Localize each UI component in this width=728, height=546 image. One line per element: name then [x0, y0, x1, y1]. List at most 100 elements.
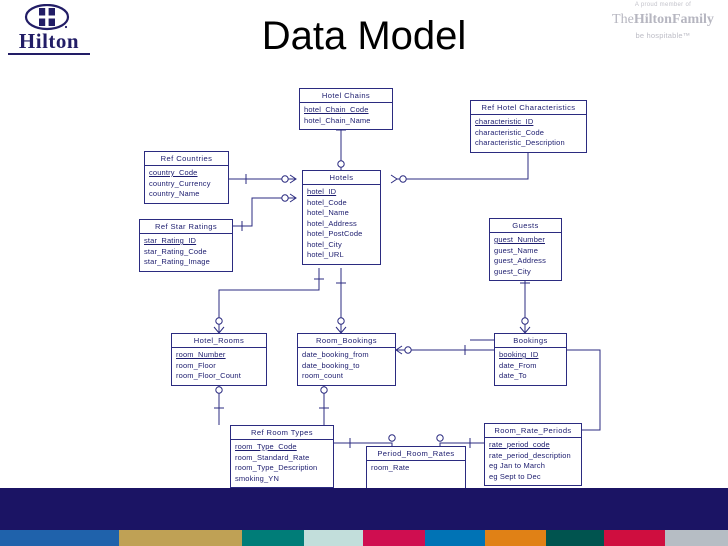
entity-attributes: room_Rate — [367, 461, 465, 492]
color-strip-segment-9 — [664, 530, 728, 546]
attribute: guest_Number — [494, 235, 545, 244]
hilton-rule — [8, 53, 90, 55]
entity-room-rate-periods[interactable]: Room_Rate_Periods rate_period_code rate_… — [484, 423, 582, 486]
attribute: rate_period_code — [489, 440, 550, 449]
attribute: country_Currency — [149, 178, 211, 188]
attribute: star_Rating_ID — [144, 236, 197, 245]
attribute: hotel_Chain_Name — [304, 115, 371, 125]
attribute: room_Floor — [176, 360, 216, 370]
color-strip-segment-1 — [118, 530, 242, 546]
family-family: Family — [671, 12, 714, 27]
entity-guests[interactable]: Guests guest_Number guest_Name guest_Add… — [489, 218, 562, 281]
color-strip-segment-2 — [241, 530, 304, 546]
entity-title: Ref Star Ratings — [140, 220, 232, 234]
entity-title: Room_Rate_Periods — [485, 424, 581, 438]
attribute: country_Code — [149, 168, 198, 177]
attribute: characteristic_Code — [475, 127, 545, 137]
entity-attributes: star_Rating_ID star_Rating_Code star_Rat… — [140, 234, 232, 271]
entity-title: Hotel_Rooms — [172, 334, 266, 348]
entity-attributes: date_booking_from date_booking_to room_c… — [298, 348, 395, 385]
attribute: guest_Name — [494, 245, 539, 255]
attribute: hotel_PostCode — [307, 229, 363, 238]
entity-hotel-chains[interactable]: Hotel Chains hotel_Chain_Code hotel_Chai… — [299, 88, 393, 130]
entity-room-bookings[interactable]: Room_Bookings date_booking_from date_boo… — [297, 333, 396, 386]
attribute: room_count — [302, 371, 344, 380]
attribute: country_Name — [149, 189, 200, 198]
attribute: room_Type_Code — [235, 442, 297, 451]
attribute: room_Rate — [371, 463, 410, 472]
entity-attributes: hotel_ID hotel_Code hotel_Name hotel_Add… — [303, 185, 380, 264]
attribute: guest_City — [494, 266, 531, 276]
er-diagram: Hotel Chains hotel_Chain_Code hotel_Chai… — [0, 78, 728, 493]
attribute: booking_ID — [499, 350, 539, 359]
attribute: star_Rating_Code — [144, 246, 207, 256]
relationship-connectors — [213, 120, 601, 453]
entity-title: Hotels — [303, 171, 380, 185]
family-the: The — [612, 12, 634, 27]
entity-period-room-rates[interactable]: Period_Room_Rates room_Rate — [366, 446, 466, 493]
entity-attributes: country_Code country_Currency country_Na… — [145, 166, 228, 203]
attribute: hotel_Name — [307, 208, 349, 217]
entity-attributes: room_Number room_Floor room_Floor_Count — [172, 348, 266, 385]
attribute: smoking_YN — [235, 473, 280, 483]
hilton-family-logo: A proud member of TheHiltonFamily be hos… — [604, 2, 722, 40]
entity-title: Period_Room_Rates — [367, 447, 465, 461]
color-strip-segment-3 — [303, 530, 364, 546]
hilton-crest-icon — [24, 4, 70, 31]
entity-hotels[interactable]: Hotels hotel_ID hotel_Code hotel_Name ho… — [302, 170, 381, 265]
attribute: hotel_ID — [307, 187, 337, 196]
attribute: date_To — [499, 371, 527, 380]
entity-ref-countries[interactable]: Ref Countries country_Code country_Curre… — [144, 151, 229, 204]
entity-attributes: guest_Number guest_Name guest_Address gu… — [490, 233, 561, 280]
color-strip-segment-5 — [425, 530, 486, 546]
entity-ref-hotel-characteristics[interactable]: Ref Hotel Characteristics characteristic… — [470, 100, 587, 153]
entity-bookings[interactable]: Bookings booking_ID date_From date_To — [494, 333, 567, 386]
attribute: date_From — [499, 360, 537, 370]
footer-band — [0, 488, 728, 530]
attribute: room_Standard_Rate — [235, 452, 310, 462]
entity-ref-star-ratings[interactable]: Ref Star Ratings star_Rating_ID star_Rat… — [139, 219, 233, 272]
entity-title: Bookings — [495, 334, 566, 348]
entity-ref-room-types[interactable]: Ref Room Types room_Type_Code room_Stand… — [230, 425, 334, 488]
color-strip-segment-7 — [545, 530, 605, 546]
entity-attributes: hotel_Chain_Code hotel_Chain_Name — [300, 103, 392, 129]
color-strip-segment-4 — [363, 530, 426, 546]
color-strip-segment-8 — [604, 530, 665, 546]
hilton-logo: Hilton — [6, 4, 92, 56]
entity-attributes: rate_period_code rate_period_description… — [485, 438, 581, 485]
page-title: Data Model — [261, 14, 467, 58]
footer-color-strip — [0, 530, 728, 546]
attribute: hotel_City — [307, 239, 342, 249]
hilton-wordmark: Hilton — [18, 29, 80, 53]
attribute: date_booking_from — [302, 350, 369, 359]
attribute: rate_period_description — [489, 450, 571, 460]
entity-hotel-rooms[interactable]: Hotel_Rooms room_Number room_Floor room_… — [171, 333, 267, 386]
attribute: characteristic_ID — [475, 117, 534, 126]
entity-attributes: characteristic_ID characteristic_Code ch… — [471, 115, 586, 152]
attribute: characteristic_Description — [475, 138, 565, 147]
attribute: hotel_Chain_Code — [304, 105, 369, 114]
family-hilton: Hilton — [633, 12, 672, 27]
entity-title: Room_Bookings — [298, 334, 395, 348]
entity-attributes: booking_ID date_From date_To — [495, 348, 566, 385]
attribute: star_Rating_Image — [144, 257, 210, 266]
entity-title: Guests — [490, 219, 561, 233]
attribute: eg Sept to Dec — [489, 471, 541, 481]
entity-title: Hotel Chains — [300, 89, 392, 103]
family-wordmark: TheHiltonFamily — [604, 12, 722, 28]
attribute: date_booking_to — [302, 360, 360, 370]
attribute: hotel_Address — [307, 218, 357, 228]
proud-member-text: A proud member of — [634, 2, 692, 8]
color-strip-segment-0 — [0, 530, 119, 546]
attribute: hotel_Code — [307, 197, 347, 207]
attribute: eg Jan to March — [489, 461, 546, 470]
attribute: room_Floor_Count — [176, 371, 241, 380]
entity-title: Ref Countries — [145, 152, 228, 166]
be-hospitable-tagline: be hospitable™ — [635, 31, 691, 40]
attribute: room_Type_Description — [235, 463, 318, 472]
attribute: hotel_URL — [307, 250, 344, 259]
entity-title: Ref Room Types — [231, 426, 333, 440]
attribute: room_Number — [176, 350, 226, 359]
color-strip-segment-6 — [485, 530, 546, 546]
